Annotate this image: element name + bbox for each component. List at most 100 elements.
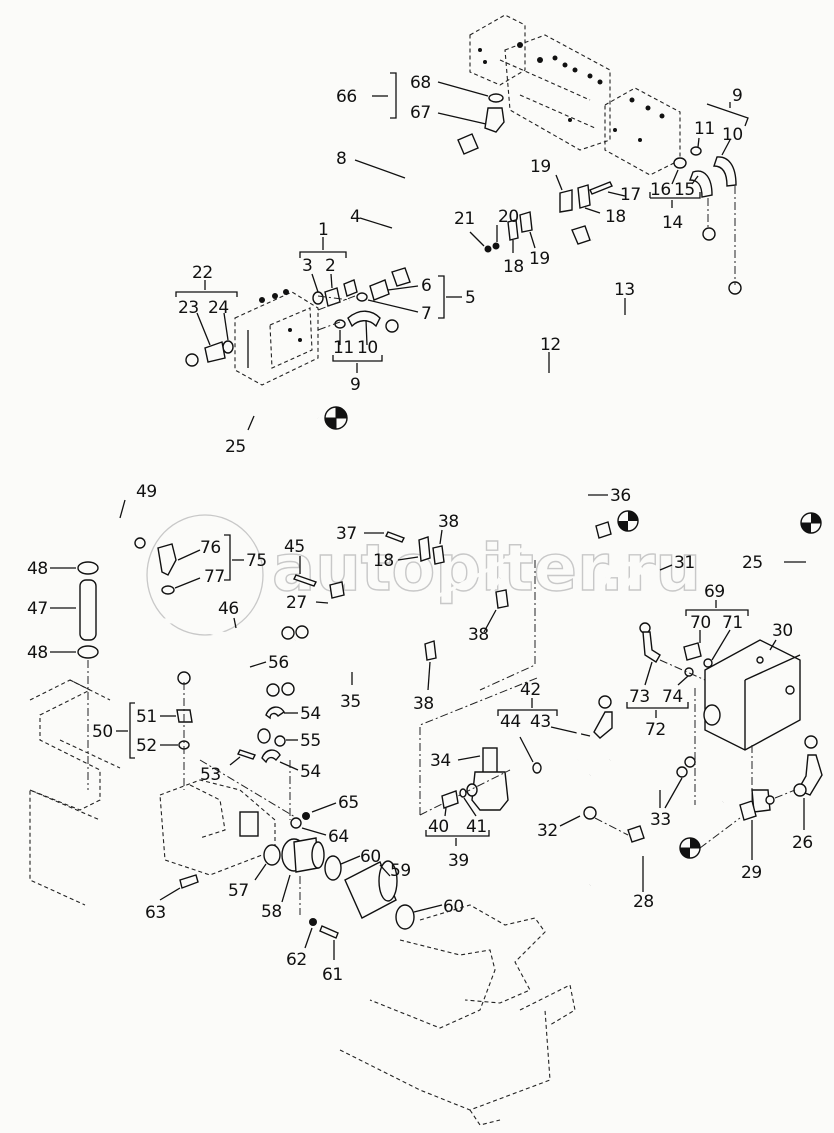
callout-68: 68 (410, 73, 431, 93)
hose-clamp-60-left (324, 855, 342, 881)
hose-8 (399, 125, 482, 278)
part-66-elbow-assembly (484, 93, 505, 133)
part-69-adapter-assembly (683, 642, 713, 668)
plate-18-lower (418, 536, 431, 562)
callout-4: 4 (350, 207, 360, 227)
elbow-26 (793, 754, 823, 797)
callout-63: 63 (145, 903, 166, 923)
callout-55: 55 (300, 731, 321, 751)
o-ring-57 (263, 844, 281, 866)
hose-59 (344, 860, 398, 919)
callout-57: 57 (228, 881, 249, 901)
tee-fitting-29 (739, 789, 775, 821)
callout-37: 37 (336, 524, 357, 544)
hose-clamp-48-top (77, 561, 99, 575)
part-9-elbow-assembly-top (690, 146, 737, 187)
callout-75: 75 (246, 551, 267, 571)
hose-32 (573, 711, 613, 821)
callout-39: 39 (448, 851, 469, 871)
callout-11-top: 11 (694, 119, 715, 139)
callout-30: 30 (772, 621, 793, 641)
callout-41: 41 (466, 817, 487, 837)
callout-32: 32 (537, 821, 558, 841)
tube-36 (294, 486, 612, 642)
callout-35: 35 (340, 692, 361, 712)
callout-25-upper: 25 (225, 437, 246, 457)
callout-69: 69 (704, 582, 725, 602)
bolt-45 (293, 574, 317, 587)
fitting-28-port (627, 825, 645, 843)
callout-77: 77 (204, 567, 225, 587)
callout-42: 42 (520, 680, 541, 700)
bolt-17 (589, 181, 613, 195)
callout-66: 66 (336, 87, 357, 107)
o-ring-55 (274, 735, 286, 747)
callout-51: 51 (136, 707, 157, 727)
pipe-28 (588, 800, 725, 887)
callout-28: 28 (633, 892, 654, 912)
callout-11-lower: 11 (333, 338, 354, 358)
callout-10-lower: 10 (357, 338, 378, 358)
clamp-54-top (265, 706, 285, 720)
callout-8: 8 (336, 149, 346, 169)
callout-6: 6 (421, 276, 431, 296)
part-9-elbow-assembly-left (334, 310, 399, 333)
callout-20: 20 (498, 207, 519, 227)
callout-76: 76 (200, 538, 221, 558)
bolt-53 (237, 749, 256, 760)
bolt-37 (385, 531, 405, 543)
part-39-adapter-assembly (441, 788, 467, 809)
callout-10-top: 10 (722, 125, 743, 145)
adapter-58 (281, 837, 325, 873)
part-22-adapter-assembly (204, 340, 234, 363)
tube-35 (266, 576, 502, 697)
callout-45: 45 (284, 537, 305, 557)
hose-47 (79, 579, 97, 641)
callout-23: 23 (178, 298, 199, 318)
o-ring-68 (488, 93, 504, 103)
hose-56 (205, 644, 271, 744)
elbow-fitting-67 (484, 107, 505, 133)
callout-5: 5 (465, 288, 475, 308)
callout-12: 12 (540, 335, 561, 355)
plate-18 (577, 184, 591, 209)
hose-25-upper (180, 353, 319, 421)
washer-64 (290, 817, 302, 829)
callout-46: 46 (218, 599, 239, 619)
hose-clamp-60-right (395, 904, 415, 930)
watermark-logo-ring (146, 514, 264, 636)
callout-54-bottom: 54 (300, 762, 321, 782)
tube-4 (351, 185, 591, 282)
clamp-38-right (495, 589, 509, 609)
callout-16: 16 (650, 180, 671, 200)
callout-18-lower: 18 (373, 551, 394, 571)
hose-13 (590, 227, 716, 327)
callout-61: 61 (322, 965, 343, 985)
callout-74: 74 (662, 687, 683, 707)
callout-67: 67 (410, 103, 431, 123)
callout-60-bottom: 60 (443, 897, 464, 917)
callout-33: 33 (650, 810, 671, 830)
callout-9-top: 9 (732, 86, 742, 106)
hose-25-lower (804, 548, 818, 749)
callout-54-top: 54 (300, 704, 321, 724)
bolt-63 (179, 874, 199, 889)
callout-60-top: 60 (360, 847, 381, 867)
callout-29: 29 (741, 863, 762, 883)
callout-48-top: 48 (27, 559, 48, 579)
hose-clamp-48-bottom (77, 645, 99, 659)
callout-21: 21 (454, 209, 475, 229)
connection-marker-icon (800, 512, 822, 534)
clamp-27 (329, 581, 345, 599)
callout-38-top: 38 (438, 512, 459, 532)
callout-71: 71 (722, 613, 743, 633)
callout-9-lower: 9 (350, 375, 360, 395)
callout-38-bottom: 38 (413, 694, 434, 714)
clamp-19b (519, 211, 533, 233)
callout-49: 49 (136, 482, 157, 502)
part-1-adapter-assembly (312, 279, 358, 307)
callout-62: 62 (286, 950, 307, 970)
callout-18-mid: 18 (503, 257, 524, 277)
connection-marker-icon (679, 837, 701, 859)
callout-43: 43 (530, 712, 551, 732)
